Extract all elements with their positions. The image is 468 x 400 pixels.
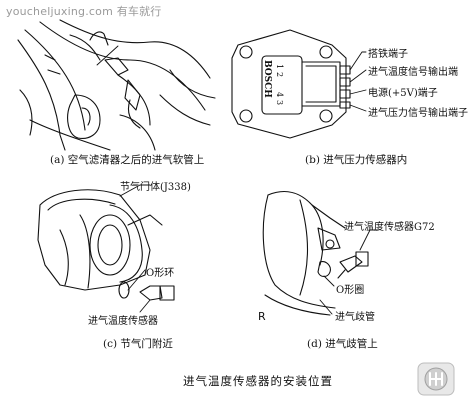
gear-shift-logo-icon: [417, 362, 455, 396]
pin-number-1: 1: [275, 64, 284, 70]
label-o-ring-d: O形圈: [336, 285, 365, 296]
watermark: youcheljuxing.com 有车就行: [6, 5, 162, 18]
caption-b: (b) 进气压力传感器内: [305, 154, 408, 166]
panel-b-sensor-drawing: [231, 29, 351, 139]
pin-number-2: 2: [275, 72, 284, 78]
mark-r: R: [258, 310, 266, 323]
label-o-ring-c: O形环: [146, 268, 175, 279]
panel-d-drawing: [262, 191, 369, 316]
label-throttle-body: 节气门体(J338): [120, 182, 191, 193]
label-temp-signal-output: 进气温度信号输出端: [368, 67, 458, 78]
bosch-logo-text: BOSCH: [262, 60, 272, 98]
panel-a-drawing: [17, 19, 216, 151]
panel-c-drawing: [37, 189, 175, 301]
label-intake-temp-sensor-c: 进气温度传感器: [88, 316, 158, 327]
pin-number-3: 3: [275, 100, 284, 106]
label-pressure-signal-output: 进气压力信号输出端子: [368, 108, 468, 119]
label-ground-terminal: 搭铁端子: [368, 49, 408, 60]
figure-title: 进气温度传感器的安装位置: [183, 374, 333, 388]
label-power-terminal: 电源(+5V)端子: [368, 88, 438, 99]
caption-d: (d) 进气歧管上: [307, 338, 378, 350]
pin-number-4: 4: [275, 92, 284, 98]
label-intake-temp-sensor-g72: 进气温度传感器G72: [344, 222, 435, 233]
label-intake-manifold: 进气歧管: [335, 312, 375, 323]
caption-c: (c) 节气门附近: [103, 338, 173, 350]
caption-a: (a) 空气滤清器之后的进气软管上: [50, 154, 205, 166]
